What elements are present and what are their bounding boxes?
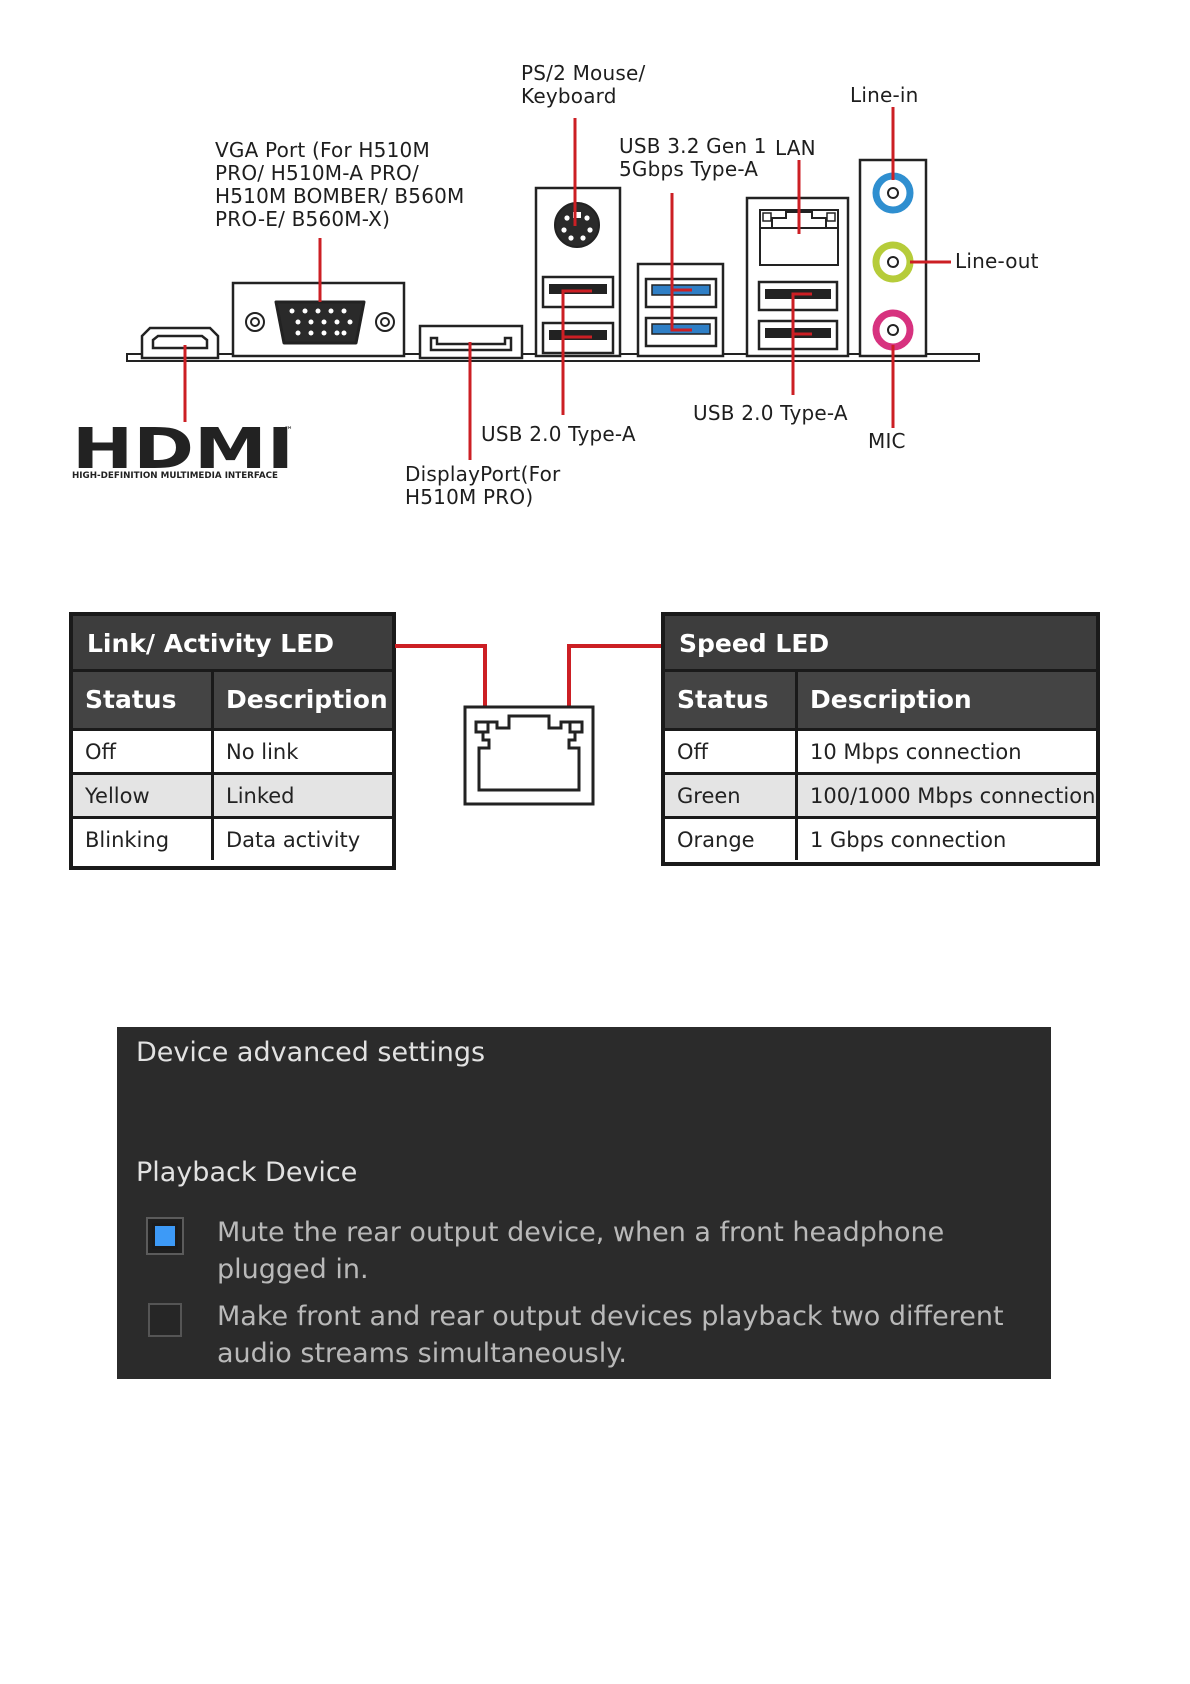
usb32-label: USB 3.2 Gen 1 5Gbps Type-A	[619, 134, 767, 181]
lan-jack-icon	[463, 705, 595, 806]
speed-led-status-cell: Orange	[677, 828, 755, 852]
lan-label: LAN	[775, 136, 816, 160]
speed-led-description-cell: 100/1000 Mbps connection	[795, 775, 1096, 816]
link-activity-led-table: Link/ Activity LED Status Description Of…	[69, 612, 396, 870]
mic-label: MIC	[868, 429, 906, 453]
device-advanced-settings-panel: Device advanced settings Playback Device…	[117, 1027, 1051, 1379]
link-led-description-header: Description	[211, 672, 392, 728]
playback-device-header: Playback Device	[136, 1157, 358, 1188]
rear-io-panel-diagram: HDMI ™ HIGH-DEFINITION MULTIMEDIA INTERF…	[72, 107, 980, 482]
link-led-description-cell: Linked	[211, 775, 392, 816]
table-row: Off No link	[73, 728, 392, 772]
table-row: Green 100/1000 Mbps connection	[665, 772, 1096, 816]
vga-label: VGA Port (For H510M PRO/ H510M-A PRO/ H5…	[215, 138, 465, 231]
table-row: Yellow Linked	[73, 772, 392, 816]
link-led-status-cell: Yellow	[85, 784, 150, 808]
ps2-label: PS/2 Mouse/ Keyboard	[521, 61, 646, 108]
speed-led-table: Speed LED Status Description Off 10 Mbps…	[661, 612, 1100, 866]
table-row: Orange 1 Gbps connection	[665, 816, 1096, 862]
trademark-mark: ™	[284, 426, 293, 436]
settings-title: Device advanced settings	[136, 1037, 486, 1068]
dual-stream-playback-label: Make front and rear output devices playb…	[217, 1301, 1004, 1369]
speed-led-status-header: Status	[677, 685, 769, 714]
speed-led-description-header: Description	[795, 672, 1096, 728]
usb20-label-left: USB 2.0 Type-A	[481, 422, 636, 446]
link-led-description-cell: Data activity	[211, 819, 392, 860]
dual-stream-playback-checkbox[interactable]	[148, 1303, 182, 1337]
ps2-usb-stack	[534, 186, 622, 358]
speed-led-description-cell: 1 Gbps connection	[795, 819, 1096, 860]
speed-led-title: Speed LED	[665, 616, 1096, 672]
speed-led-header: Status Description	[665, 672, 1096, 728]
speed-led-status-cell: Off	[677, 740, 708, 764]
table-row: Blinking Data activity	[73, 816, 392, 866]
speed-led-status-cell: Green	[677, 784, 741, 808]
callout-leader-lines	[183, 107, 951, 460]
hdmi-logo: HDMI ™ HIGH-DEFINITION MULTIMEDIA INTERF…	[72, 417, 294, 482]
link-led-status-header: Status	[85, 685, 177, 714]
speed-led-description-cell: 10 Mbps connection	[795, 731, 1096, 772]
link-led-title: Link/ Activity LED	[73, 616, 392, 672]
usb20-label-right: USB 2.0 Type-A	[693, 401, 848, 425]
table-row: Off 10 Mbps connection	[665, 728, 1096, 772]
hdmi-logo-text: HDMI	[72, 417, 294, 482]
mute-rear-output-label: Mute the rear output device, when a fron…	[217, 1217, 945, 1285]
displayport-label: DisplayPort(For H510M PRO)	[405, 462, 561, 509]
hdmi-port	[140, 326, 220, 360]
link-led-status-cell: Blinking	[85, 828, 170, 852]
led-connector-lines	[395, 644, 661, 735]
lan-led-diagram	[395, 644, 661, 806]
link-led-header: Status Description	[73, 672, 392, 728]
usb32-stack	[636, 262, 725, 358]
line-out-label: Line-out	[955, 249, 1039, 273]
mute-rear-output-checkbox[interactable]	[148, 1219, 182, 1253]
link-led-status-cell: Off	[85, 740, 116, 764]
link-led-description-cell: No link	[211, 731, 392, 772]
vga-port	[231, 281, 406, 358]
audio-jack-stack	[858, 158, 928, 358]
hdmi-logo-subtitle: HIGH-DEFINITION MULTIMEDIA INTERFACE	[72, 471, 278, 481]
line-in-label: Line-in	[850, 83, 919, 107]
